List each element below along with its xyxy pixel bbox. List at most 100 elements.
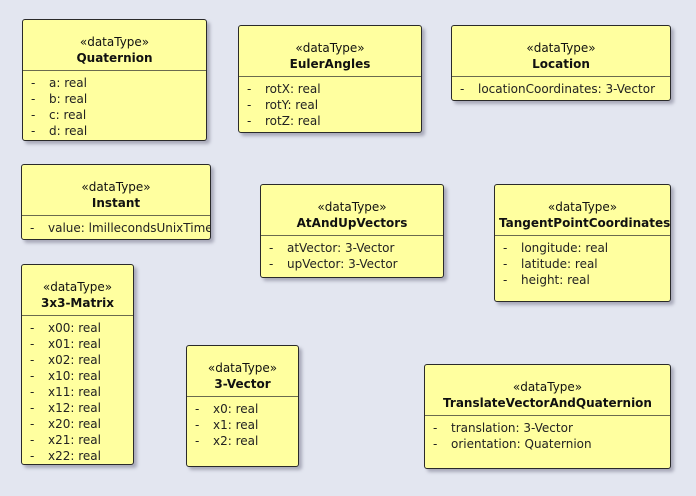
visibility-marker: - [503,273,508,287]
class-at-and-up-vectors[interactable]: «dataType» AtAndUpVectors -atVector: 3-V… [260,184,444,278]
attribute-text: x22: real [48,449,101,463]
attribute-row: -a: real [29,75,202,91]
stereotype-label: «dataType» [42,280,113,294]
attribute-row: -x12: real [28,400,129,416]
attribute-text: x21: real [48,433,101,447]
attribute-compartment: -a: real -b: real -c: real -d: real [23,70,206,140]
attribute-text: upVector: 3-Vector [287,257,398,271]
attribute-row: -x11: real [28,384,129,400]
attribute-text: x1: real [213,418,259,432]
visibility-marker: - [503,241,508,255]
visibility-marker: - [195,418,200,432]
attribute-text: atVector: 3-Vector [287,241,395,255]
attribute-row: -height: real [501,272,666,288]
class-3-vector[interactable]: «dataType» 3-Vector -x0: real -x1: real … [186,345,299,467]
attribute-row: -x02: real [28,352,129,368]
stereotype-label: «dataType» [512,380,583,394]
class-name: EulerAngles [289,57,371,71]
attribute-row: -longitude: real [501,240,666,256]
attribute-row: -x21: real [28,432,129,448]
class-euler-angles[interactable]: «dataType» EulerAngles -rotX: real -rotY… [238,25,422,133]
attribute-text: a: real [49,76,87,90]
attribute-text: locationCoordinates: 3-Vector [478,82,656,96]
visibility-marker: - [30,337,35,351]
attribute-row: -rotX: real [245,81,417,97]
attribute-compartment: -locationCoordinates: 3-Vector [452,76,670,100]
class-name: Quaternion [76,51,153,65]
visibility-marker: - [31,92,36,106]
attribute-row: -d: real [29,123,202,139]
visibility-marker: - [30,385,35,399]
visibility-marker: - [247,82,252,96]
attribute-compartment: -rotX: real -rotY: real -rotZ: real [239,76,421,132]
attribute-row: -x20: real [28,416,129,432]
attribute-row: -locationCoordinates: 3-Vector [458,81,666,97]
attribute-text: translation: 3-Vector [451,421,573,435]
visibility-marker: - [195,402,200,416]
visibility-marker: - [30,433,35,447]
class-header: «dataType» Instant [22,165,210,215]
attribute-row: -upVector: 3-Vector [267,256,439,272]
attribute-text: c: real [49,108,87,122]
attribute-text: x01: real [48,337,101,351]
class-header: «dataType» TangentPointCoordinates [495,185,670,235]
class-location[interactable]: «dataType» Location -locationCoordinates… [451,25,671,101]
attribute-row: -x00: real [28,320,129,336]
attribute-compartment: -translation: 3-Vector -orientation: Qua… [425,415,670,456]
class-quaternion[interactable]: «dataType» Quaternion -a: real -b: real … [22,19,207,141]
class-tangent-point-coordinates[interactable]: «dataType» TangentPointCoordinates -long… [494,184,671,302]
attribute-text: longitude: real [521,241,609,255]
attribute-text: x10: real [48,369,101,383]
attribute-text: rotX: real [265,82,321,96]
attribute-text: latitude: real [521,257,598,271]
attribute-row: -x01: real [28,336,129,352]
attribute-text: x02: real [48,353,101,367]
visibility-marker: - [195,434,200,448]
visibility-marker: - [460,82,465,96]
attribute-text: orientation: Quaternion [451,437,592,451]
stereotype-label: «dataType» [79,35,150,49]
attribute-text: b: real [49,92,88,106]
class-name: Location [532,57,590,71]
class-header: «dataType» EulerAngles [239,26,421,76]
attribute-text: x00: real [48,321,101,335]
attribute-row: -x1: real [193,417,294,433]
attribute-compartment: -atVector: 3-Vector -upVector: 3-Vector [261,235,443,276]
visibility-marker: - [269,241,274,255]
stereotype-label: «dataType» [295,41,365,55]
attribute-row: -rotY: real [245,97,417,113]
attribute-text: x11: real [48,385,101,399]
attribute-text: rotY: real [265,98,319,112]
stereotype-label: «dataType» [547,200,618,214]
visibility-marker: - [247,114,252,128]
attribute-text: x20: real [48,417,101,431]
attribute-row: -x22: real [28,448,129,464]
attribute-row: -latitude: real [501,256,666,272]
attribute-row: -x0: real [193,401,294,417]
visibility-marker: - [30,221,35,235]
visibility-marker: - [31,108,36,122]
class-header: «dataType» Quaternion [23,20,206,70]
visibility-marker: - [31,124,36,138]
attribute-text: x12: real [48,401,101,415]
stereotype-label: «dataType» [317,200,387,214]
class-name: 3-Vector [214,377,271,391]
attribute-row: -c: real [29,107,202,123]
class-translate-vector-and-quaternion[interactable]: «dataType» TranslateVectorAndQuaternion … [424,364,671,469]
attribute-compartment: -value: lmillecondsUnixTime [22,215,210,239]
class-header: «dataType» TranslateVectorAndQuaternion [425,365,670,415]
attribute-text: x2: real [213,434,259,448]
visibility-marker: - [503,257,508,271]
attribute-row: -atVector: 3-Vector [267,240,439,256]
class-header: «dataType» 3-Vector [187,346,298,396]
class-3x3-matrix[interactable]: «dataType» 3x3-Matrix -x00: real -x01: r… [21,264,134,465]
class-name: Instant [91,196,141,210]
attribute-text: d: real [49,124,88,138]
visibility-marker: - [433,421,438,435]
class-instant[interactable]: «dataType» Instant -value: lmillecondsUn… [21,164,211,240]
visibility-marker: - [30,321,35,335]
attribute-text: rotZ: real [265,114,321,128]
visibility-marker: - [30,417,35,431]
visibility-marker: - [31,76,36,90]
